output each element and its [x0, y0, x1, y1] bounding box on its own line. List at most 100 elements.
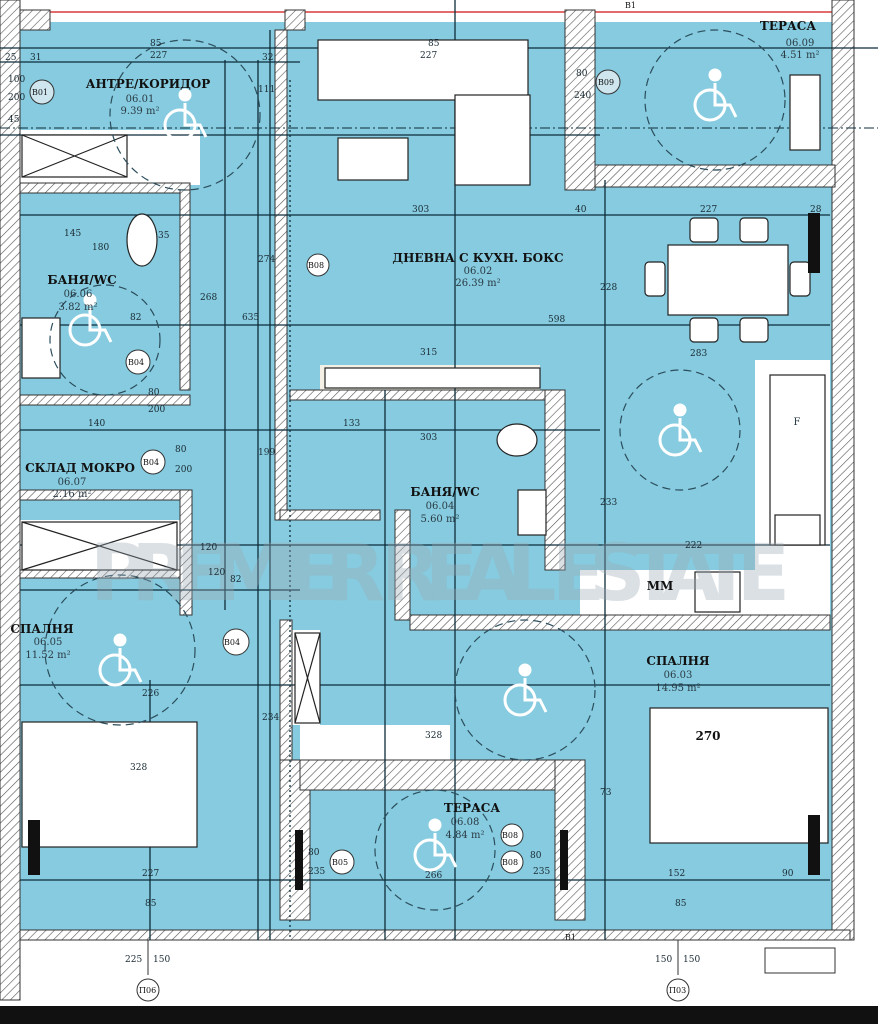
axis-markers: П06 П03 [136, 940, 836, 1002]
dimension-label: 315 [420, 348, 437, 358]
tag-b08: B08 [500, 850, 524, 874]
sink-mid [517, 489, 547, 536]
terrace-bench [789, 74, 821, 151]
opening-tags: B01 B08 B04 B04 B04 B05 B09 B08 B08 B1 B… [29, 1, 636, 942]
dimension-label: 228 [600, 283, 617, 293]
dimension-label: 80 [148, 388, 160, 398]
room-area: 2.16 m² [53, 489, 92, 500]
dimension-label: 120 [200, 543, 217, 553]
dimension-lines [0, 0, 878, 940]
dimension-label: B09 [598, 78, 614, 87]
dimension-label: 133 [343, 419, 360, 429]
dimension-label: 100 [8, 75, 25, 85]
room-area: 11.52 m² [25, 650, 70, 661]
tag-b01: B01 [29, 79, 55, 105]
dimension-label: 80 [175, 445, 187, 455]
dimension-label: 200 [148, 405, 165, 415]
dimension-label: 233 [600, 498, 617, 508]
room-labels: АНТРЕ/КОРИДОР 06.01 9.39 m² ДНЕВНА С КУХ… [10, 19, 819, 841]
dimension-label: 28 [810, 205, 822, 215]
room-name: БАНЯ/WC [47, 273, 116, 287]
tag-b08: B08 [306, 253, 330, 277]
dimension-label: 82 [230, 575, 241, 585]
dimension-label: 150 [655, 955, 672, 965]
dimension-label: 180 [92, 243, 109, 253]
dimension-label: 227 [150, 51, 167, 61]
room-name: СПАЛНЯ [646, 654, 710, 668]
room-area: 26.39 m² [455, 278, 500, 289]
axis-label: П03 [669, 986, 686, 995]
dimension-label: 32 [262, 53, 273, 63]
fridge-label: F [794, 417, 801, 428]
bed-width-label: 270 [695, 729, 720, 743]
bottom-bar [0, 1006, 878, 1024]
tag-b08: B08 [500, 823, 524, 847]
dimension-label: 199 [258, 448, 275, 458]
room-code: 06.09 [786, 38, 815, 49]
dimension-label: 283 [690, 349, 707, 359]
dimension-label: 152 [668, 869, 685, 879]
dimension-label: 145 [64, 229, 81, 239]
bed-left [21, 721, 198, 848]
dimension-label: B04 [224, 638, 240, 647]
bed-right [649, 707, 829, 844]
room-code: 06.04 [426, 501, 455, 512]
dimension-label: 226 [142, 689, 159, 699]
dimension-label: 85 [150, 39, 162, 49]
room-area: 5.60 m² [421, 514, 460, 525]
dimension-label: 303 [412, 205, 429, 215]
coffee-table [337, 137, 409, 181]
room-code: 06.03 [664, 670, 693, 681]
walls [0, 0, 855, 1001]
watermark: PREMIER REAL ESTATE [90, 529, 790, 619]
room-area: 14.95 m² [655, 683, 700, 694]
axis-label: П06 [139, 986, 156, 995]
dimension-values: 227 85 227 85 303 40 598 315 133 303 228… [5, 39, 822, 965]
tag-b04: B04 [222, 628, 250, 656]
dimension-label: 85 [675, 899, 687, 909]
dimension-label: B08 [308, 261, 324, 270]
room-code: 06.07 [58, 477, 87, 488]
room-name: ДНЕВНА С КУХН. БОКС [392, 251, 563, 265]
dimension-label: 303 [420, 433, 437, 443]
axis-p06 [136, 978, 160, 1002]
radiators [28, 213, 820, 890]
room-code: 06.05 [34, 637, 63, 648]
dimension-label: 120 [208, 568, 225, 578]
marker-b1: B1 [625, 1, 636, 10]
dimension-label: 80 [308, 848, 320, 858]
stove [774, 514, 821, 546]
tag-b05: B05 [329, 849, 355, 875]
dimension-label: 240 [574, 91, 591, 101]
room-area: 3.82 m² [59, 302, 98, 313]
marker-b1: B1 [565, 933, 576, 942]
room-name: СКЛАД МОКРО [25, 461, 135, 475]
dimension-label: 227 [700, 205, 717, 215]
dimension-label: 598 [548, 315, 565, 325]
dimension-label: 274 [258, 255, 275, 265]
dimension-label: 227 [420, 51, 437, 61]
room-code: 06.06 [64, 289, 93, 300]
dimension-label: 268 [200, 293, 217, 303]
dimension-label: 140 [88, 419, 105, 429]
dimension-label: 235 [533, 867, 550, 877]
room-code: 06.01 [126, 94, 155, 105]
dimension-label: 82 [130, 313, 141, 323]
room-name: АНТРЕ/КОРИДОР [86, 77, 210, 91]
dimension-label: 328 [425, 731, 442, 741]
dimension-label: 266 [425, 871, 442, 881]
room-area: 4.51 m² [781, 50, 820, 61]
dining-table [667, 244, 789, 316]
dimension-label: 80 [530, 851, 542, 861]
dimension-label: 80 [576, 69, 588, 79]
kitchen-sink [694, 571, 741, 613]
dimension-label: 85 [428, 39, 440, 49]
dimension-label: 40 [575, 205, 587, 215]
sofa [317, 39, 529, 101]
wheelchair-icons [68, 68, 738, 872]
dimension-label: B08 [502, 831, 518, 840]
dimension-label: B04 [128, 358, 144, 367]
tv-unit [324, 367, 541, 389]
